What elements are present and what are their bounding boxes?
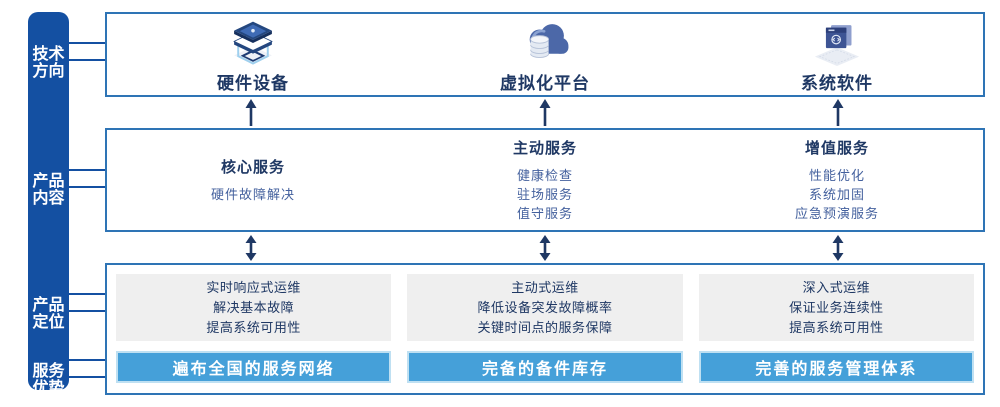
sidebar-item-service-advantage: 服务 优势 — [28, 363, 69, 397]
arrow-updown-icon — [245, 235, 257, 261]
connector-line — [68, 376, 106, 378]
positioning-line: 实时响应式运维 — [206, 279, 301, 295]
connector-line — [68, 59, 106, 61]
arrow-up-icon — [832, 99, 844, 126]
tech-label-software: 系统软件 — [801, 73, 873, 93]
tech-col-virtualization: 虚拟化平台 — [399, 14, 691, 95]
arrow-up-icon — [539, 99, 551, 126]
arrow-up-icon — [245, 99, 257, 126]
sidebar-item-product-positioning: 产品 定位 — [28, 297, 69, 331]
server-stack-icon — [227, 20, 279, 66]
positioning-col-proactive: 主动式运维 降低设备突发故障概率 关键时间点的服务保障 完备的备件库存 — [407, 274, 683, 383]
sidebar-label-line: 技术 — [32, 46, 65, 63]
positioning-line: 主动式运维 — [511, 279, 579, 295]
positioning-col-deep: 深入式运维 保证业务连续性 提高系统可用性 完善的服务管理体系 — [698, 274, 974, 383]
sidebar-label-line: 内容 — [32, 190, 65, 207]
cloud-database-icon — [518, 20, 572, 66]
product-positioning-box: 实时响应式运维 解决基本故障 提高系统可用性 遍布全国的服务网络 主动式运维 降… — [105, 263, 985, 395]
sidebar-item-tech-direction: 技术 方向 — [28, 46, 69, 80]
connector-line — [68, 169, 106, 171]
sidebar-label-line: 优势 — [32, 380, 65, 397]
service-item: 应急预演服务 — [794, 206, 879, 221]
advantage-bar: 完善的服务管理体系 — [698, 351, 974, 383]
service-title: 增值服务 — [804, 140, 869, 157]
service-item: 系统加固 — [808, 187, 865, 202]
software-window-icon — [811, 20, 863, 66]
positioning-line: 关键时间点的服务保障 — [477, 319, 613, 335]
connector-line — [68, 293, 106, 295]
advantage-bar: 完备的备件库存 — [407, 351, 683, 383]
service-item: 驻场服务 — [516, 187, 573, 202]
service-item: 性能优化 — [808, 168, 865, 183]
sidebar-rail: 技术 方向 产品 内容 产品 定位 服务 优势 — [28, 12, 69, 397]
tech-direction-box: 硬件设备 虚拟化平台 — [105, 12, 985, 97]
connector-line — [68, 310, 106, 312]
sidebar-label-line: 定位 — [32, 314, 65, 331]
sidebar-label-line: 产品 — [32, 173, 65, 190]
tech-col-hardware: 硬件设备 — [107, 14, 399, 95]
sidebar-label-line: 产品 — [32, 297, 65, 314]
content-col-active-service: 主动服务 健康检查 驻场服务 值守服务 — [399, 130, 691, 230]
positioning-panel: 主动式运维 降低设备突发故障概率 关键时间点的服务保障 — [407, 274, 683, 342]
tech-label-hardware: 硬件设备 — [217, 73, 289, 93]
arrow-updown-icon — [539, 235, 551, 261]
service-title: 主动服务 — [512, 140, 577, 157]
tech-label-virtualization: 虚拟化平台 — [500, 73, 590, 93]
tech-col-software: 系统软件 — [691, 14, 983, 95]
positioning-panel: 实时响应式运维 解决基本故障 提高系统可用性 — [116, 274, 392, 342]
positioning-panel: 深入式运维 保证业务连续性 提高系统可用性 — [698, 274, 974, 342]
arrow-updown-icon — [832, 235, 844, 261]
connector-line — [68, 186, 106, 188]
positioning-line: 提高系统可用性 — [206, 319, 301, 335]
positioning-line: 解决基本故障 — [213, 299, 295, 315]
positioning-line: 降低设备突发故障概率 — [477, 299, 613, 315]
sidebar-label-line: 服务 — [32, 363, 65, 380]
positioning-col-realtime: 实时响应式运维 解决基本故障 提高系统可用性 遍布全国的服务网络 — [116, 274, 392, 383]
service-item: 硬件故障解决 — [210, 187, 295, 202]
content-col-value-added-service: 增值服务 性能优化 系统加固 应急预演服务 — [691, 130, 983, 230]
service-item: 健康检查 — [516, 168, 573, 183]
sidebar-item-product-content: 产品 内容 — [28, 173, 69, 207]
service-title: 核心服务 — [220, 159, 285, 176]
advantage-bar: 遍布全国的服务网络 — [116, 351, 392, 383]
sidebar-label-line: 方向 — [32, 63, 65, 80]
positioning-line: 提高系统可用性 — [789, 319, 884, 335]
positioning-line: 深入式运维 — [802, 279, 871, 295]
positioning-line: 保证业务连续性 — [789, 299, 884, 315]
service-item: 值守服务 — [516, 206, 573, 221]
connector-line — [68, 42, 106, 44]
product-content-box: 核心服务 硬件故障解决 主动服务 健康检查 驻场服务 值守服务 增值服务 性能优… — [105, 128, 985, 232]
content-col-core-service: 核心服务 硬件故障解决 — [107, 130, 399, 230]
connector-line — [68, 359, 106, 361]
